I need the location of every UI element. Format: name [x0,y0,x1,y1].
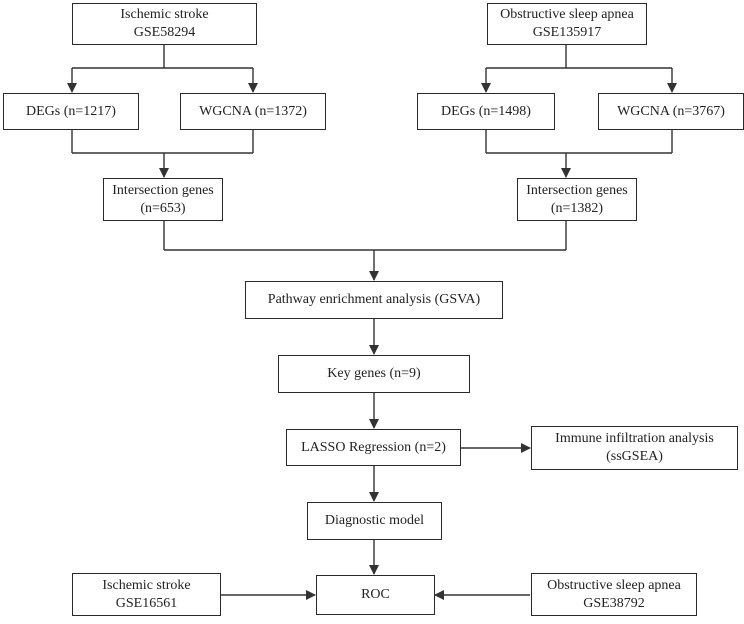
box-label-line1: Pathway enrichment analysis (GSVA) [267,292,481,307]
box-osa-gse38792: Obstructive sleep apnea GSE38792 [531,573,697,616]
box-label-line1: Intersection genes [112,182,214,198]
box-label-line2: (n=1382) [550,200,604,216]
box-label-line1: Key genes (n=9) [327,366,421,381]
box-key-genes: Key genes (n=9) [278,355,470,393]
box-immune-infiltration: Immune infiltration analysis (ssGSEA) [531,426,738,470]
box-label-line1: Obstructive sleep apnea [500,7,634,22]
box-diagnostic-model: Diagnostic model [307,502,442,540]
box-label-line1: Ischemic stroke [102,577,191,593]
box-pathway-enrichment: Pathway enrichment analysis (GSVA) [245,281,503,319]
box-label-line1: DEGs (n=1217) [26,103,116,119]
box-label-line1: WGCNA (n=1372) [199,103,307,119]
box-label-line2: GSE38792 [583,595,645,611]
box-label-line1: ROC [361,587,390,602]
box-label-line2: GSE135917 [532,25,602,40]
box-ischemic-stroke-gse16561: Ischemic stroke GSE16561 [72,573,221,616]
box-label-line2: GSE16561 [115,595,178,611]
box-osa-wgcna: WGCNA (n=3767) [598,93,744,130]
box-roc: ROC [316,575,435,615]
box-label-line1: Intersection genes [526,182,628,198]
box-osa-intersection: Intersection genes (n=1382) [517,178,637,221]
box-label-line1: Immune infiltration analysis [555,431,714,446]
box-is-intersection: Intersection genes (n=653) [103,178,223,221]
box-label-line1: Ischemic stroke [120,7,209,22]
box-is-wgcna: WGCNA (n=1372) [180,93,326,130]
box-lasso-regression: LASSO Regression (n=2) [286,429,461,466]
box-is-degs: DEGs (n=1217) [3,93,139,130]
box-ischemic-stroke-gse58294: Ischemic stroke GSE58294 [72,3,257,45]
box-label-line1: Obstructive sleep apnea [547,577,681,593]
box-label-line1: LASSO Regression (n=2) [301,439,446,455]
box-label-line1: Diagnostic model [324,513,425,528]
box-osa-gse135917: Obstructive sleep apnea GSE135917 [487,3,647,45]
box-label-line2: (n=653) [140,200,186,216]
box-label-line1: DEGs (n=1498) [441,103,531,119]
box-label-line1: WGCNA (n=3767) [617,103,725,119]
box-osa-degs: DEGs (n=1498) [417,93,555,130]
box-label-line2: (ssGSEA) [606,449,663,464]
box-label-line2: GSE58294 [133,25,196,40]
